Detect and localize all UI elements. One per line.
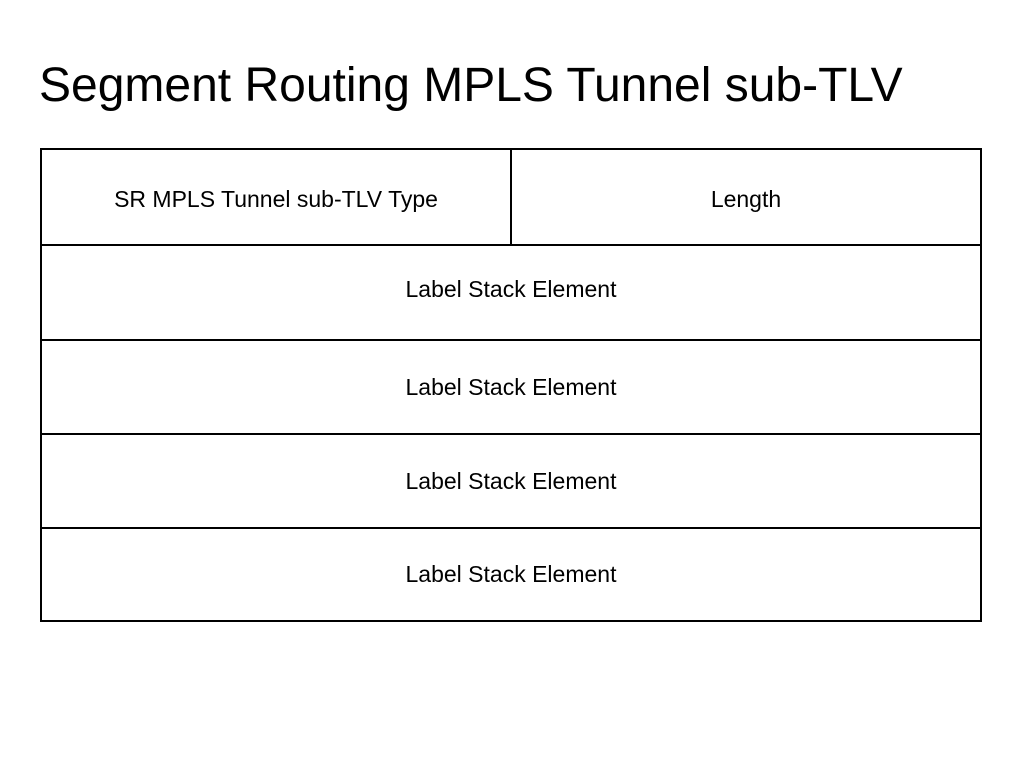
field-label-stack-element: Label Stack Element — [405, 561, 617, 587]
field-label-stack-element: Label Stack Element — [405, 276, 617, 302]
label-stack-row: Label Stack Element — [42, 244, 980, 339]
field-label-stack-element: Label Stack Element — [405, 373, 617, 400]
field-length: Length — [710, 185, 782, 212]
tlv-format-diagram: SR MPLS Tunnel sub-TLV Type Length Label… — [40, 148, 982, 622]
field-type: SR MPLS Tunnel sub-TLV Type — [42, 150, 512, 244]
label-stack-row: Label Stack Element — [42, 433, 980, 527]
header-row: SR MPLS Tunnel sub-TLV Type Length — [42, 150, 980, 244]
label-stack-row: Label Stack Element — [42, 527, 980, 620]
field-label-stack-element: Label Stack Element — [405, 467, 617, 494]
label-stack-row: Label Stack Element — [42, 339, 980, 433]
slide-title: Segment Routing MPLS Tunnel sub-TLV — [39, 59, 903, 112]
